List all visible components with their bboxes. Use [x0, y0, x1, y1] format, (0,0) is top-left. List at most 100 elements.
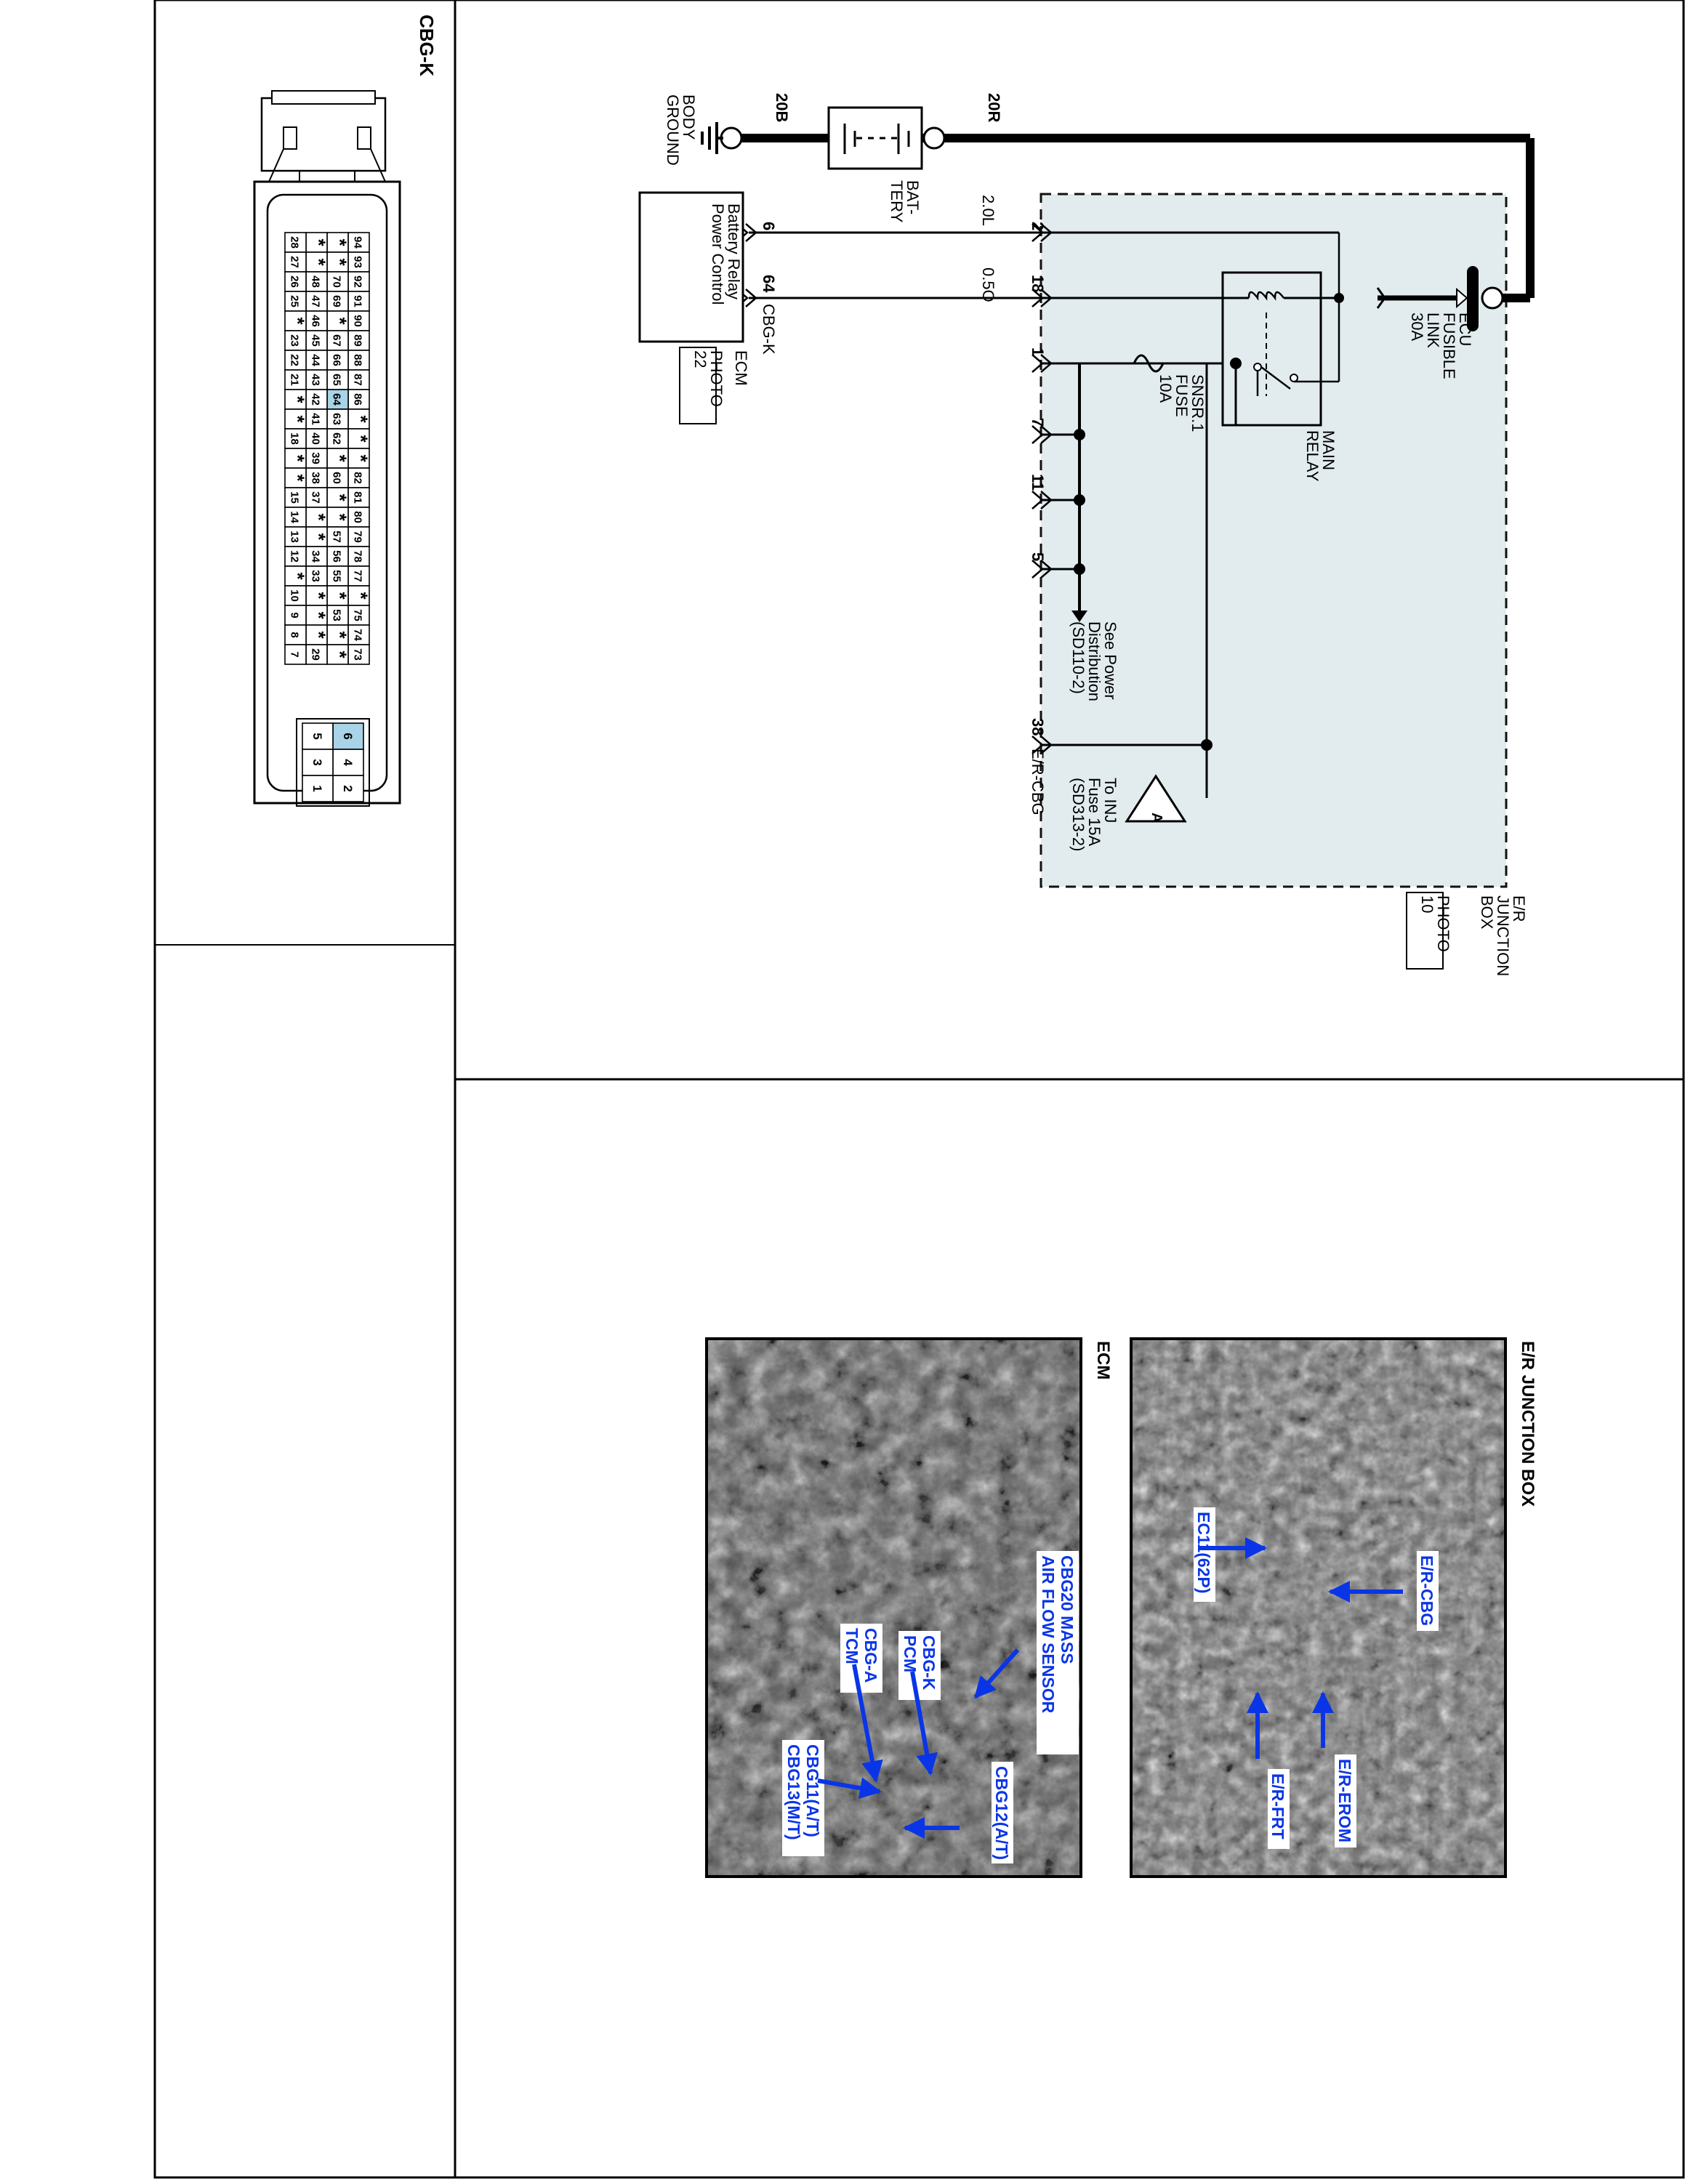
pin-number: 65 — [331, 374, 343, 386]
pin-number: 47 — [310, 295, 322, 307]
ground-icon — [701, 122, 723, 154]
svg-text:CBG-ATCM: CBG-ATCM — [842, 1628, 880, 1683]
pin-number: 2 — [341, 785, 355, 791]
main-relay-symbol — [1221, 233, 1344, 427]
connector-chevrons — [736, 223, 1053, 754]
pin-number: 1 — [310, 785, 324, 791]
callout-er-frt: E/R-FRT — [1268, 1769, 1290, 1849]
unused-pin-marker: * — [329, 592, 351, 600]
pin-number: 13 — [289, 531, 301, 543]
pin-number: 7 — [289, 651, 301, 657]
pin-number: 25 — [289, 295, 301, 307]
pin-number: 53 — [331, 609, 343, 621]
fusible-link-label: ECUFUSIBLELINK30A — [1408, 313, 1474, 379]
pin-label-11: 11 — [1029, 474, 1047, 491]
to-inj-fuse-note: To INJFuse 15A(SD313-2) — [1069, 778, 1119, 851]
pin-number: 89 — [352, 334, 364, 347]
pin-number: 74 — [352, 629, 364, 641]
svg-text:11: 11 — [1029, 474, 1047, 491]
svg-text:BODYGROUND: BODYGROUND — [664, 94, 698, 166]
jb-photo-title: E/R JUNCTION BOX — [1518, 1341, 1537, 1507]
pin-number: 48 — [310, 275, 322, 288]
pin-number: 34 — [310, 550, 322, 563]
svg-text:1: 1 — [1029, 347, 1047, 356]
pin-number: 15 — [289, 491, 301, 504]
pin-number: 33 — [310, 570, 322, 582]
unused-pin-marker: * — [329, 238, 351, 246]
unused-pin-marker: * — [287, 474, 309, 482]
svg-text:2.0L: 2.0L — [979, 195, 997, 226]
photo-callouts: E/R JUNCTION BOXECME/R-CBGEC11(62P)E/R-E… — [782, 1341, 1537, 1863]
callout-ec11: EC11(62P) — [1194, 1507, 1215, 1602]
unused-pin-marker: * — [350, 454, 372, 462]
battery-label: BAT-TERY — [888, 180, 922, 223]
unused-pin-marker: * — [308, 238, 330, 246]
pin-label-18: 18 — [1029, 275, 1047, 292]
svg-text:CBG-KPCM: CBG-KPCM — [901, 1635, 938, 1691]
pin-number: 60 — [331, 472, 343, 484]
pin-number: 63 — [331, 413, 343, 425]
pin-number: 27 — [289, 256, 301, 268]
unused-pin-marker: * — [329, 631, 351, 639]
callout-cbg-k: CBG-KPCM — [898, 1631, 941, 1700]
see-power-distribution-note: See PowerDistribution(SD110-2) — [1069, 621, 1119, 701]
svg-text:38: 38 — [1029, 718, 1047, 736]
sensor-fuse-label: SNSR.1FUSE10A — [1157, 374, 1207, 432]
pin-number: 90 — [352, 315, 364, 327]
pin-number: 67 — [331, 334, 343, 347]
callout-cbg-a: CBG-ATCM — [840, 1624, 882, 1693]
svg-text:ECUFUSIBLELINK30A: ECUFUSIBLELINK30A — [1408, 313, 1474, 379]
pin-label-1: 1 — [1029, 347, 1047, 356]
svg-text:MAINRELAY: MAINRELAY — [1303, 430, 1338, 482]
connector-title: CBG-K — [416, 15, 438, 76]
svg-text:20B: 20B — [773, 93, 791, 122]
unused-pin-marker: * — [350, 415, 372, 423]
pin-grid: 949392919089888786***828180797877*757473… — [284, 232, 372, 665]
svg-text:7: 7 — [1029, 418, 1047, 427]
pin-number: 80 — [352, 511, 364, 523]
wire-label-20b: 20B — [773, 93, 791, 122]
battery-circuit — [701, 106, 1535, 302]
ecm-pin-64: 64 — [760, 275, 778, 293]
pin-number: 73 — [352, 648, 364, 661]
unused-pin-marker: * — [287, 415, 309, 423]
pin-number: 64 — [331, 393, 343, 406]
pin-number: 8 — [289, 632, 301, 637]
unused-pin-marker: * — [329, 650, 351, 658]
unused-pin-marker: * — [329, 454, 351, 462]
pin-number: 22 — [289, 354, 301, 366]
connector-photos: E/R JUNCTION BOXECME/R-CBGEC11(62P)E/R-E… — [705, 1337, 1537, 1878]
er-cbg-label: E/R-CBG — [1029, 749, 1047, 815]
pin-number: 42 — [310, 393, 322, 406]
pin-number: 29 — [310, 648, 322, 661]
pin-number: 78 — [352, 550, 364, 563]
callout-er-erom: E/R-EROM — [1335, 1754, 1356, 1847]
fusible-link-symbol — [1376, 266, 1504, 331]
pin-label-5: 5 — [1029, 552, 1047, 561]
pin-number: 28 — [289, 236, 301, 249]
unused-pin-marker: * — [350, 592, 372, 600]
body-ground-label: BODYGROUND — [664, 94, 698, 166]
unused-pin-marker: * — [350, 435, 372, 443]
svg-text:E/R JUNCTION BOX: E/R JUNCTION BOX — [1518, 1341, 1537, 1507]
callout-cbg12: CBG12(A/T) — [992, 1762, 1013, 1863]
main-relay-label: MAINRELAY — [1303, 430, 1338, 482]
pin-number: 46 — [310, 315, 322, 327]
jb-photo — [1130, 1337, 1507, 1878]
pin-number: 12 — [289, 550, 301, 563]
schematic: 20B20RBODYGROUNDBAT-TERYECUFUSIBLELINK30… — [638, 93, 1535, 976]
unused-pin-marker: * — [287, 395, 309, 403]
ecm-photo-title: ECM — [1093, 1341, 1113, 1379]
pin-number: 55 — [331, 570, 343, 582]
unused-pin-marker: * — [287, 454, 309, 462]
pin-label-7: 7 — [1029, 418, 1047, 427]
pin-number: 40 — [310, 432, 322, 445]
unused-pin-marker: * — [287, 572, 309, 580]
pin-number: 81 — [352, 491, 364, 504]
pin-number: 79 — [352, 531, 364, 543]
pin-number: 10 — [289, 589, 301, 602]
pin-number: 18 — [289, 432, 301, 445]
svg-text:PHOTO10: PHOTO10 — [1418, 895, 1452, 952]
pin-number: 26 — [289, 275, 301, 288]
